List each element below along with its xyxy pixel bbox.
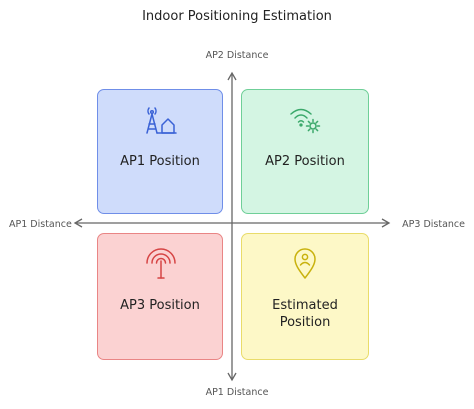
antenna-house-icon — [142, 106, 178, 140]
quadrant-label-line2: Position — [279, 315, 331, 330]
quadrant-ap1-position: AP1 Position — [97, 89, 223, 214]
quadrant-ap3-position: AP3 Position — [97, 233, 223, 360]
location-pin-icon — [292, 248, 318, 284]
axis-arrow-right — [381, 218, 391, 228]
axis-arrow-left — [73, 218, 83, 228]
axis-label-right: AP3 Distance — [402, 219, 465, 230]
quadrant-ap2-position: AP2 Position — [241, 89, 369, 214]
quadrant-label-line1: Estimated — [272, 298, 338, 313]
axis-label-bottom: AP1 Distance — [205, 387, 269, 398]
quadrant-label: AP2 Position — [265, 154, 345, 169]
axis-arrow-down — [227, 372, 237, 382]
quadrant-label: AP3 Position — [120, 298, 200, 313]
axis-label-top: AP2 Distance — [205, 50, 269, 61]
quadrant-estimated-position: Estimated Position — [241, 233, 369, 360]
quadrant-label: AP1 Position — [120, 154, 200, 169]
signal-tower-icon — [144, 248, 178, 284]
wifi-gear-icon — [289, 104, 323, 140]
axis-label-left: AP1 Distance — [9, 219, 72, 230]
diagram-title: Indoor Positioning Estimation — [142, 9, 332, 24]
axis-arrow-up — [227, 71, 237, 81]
